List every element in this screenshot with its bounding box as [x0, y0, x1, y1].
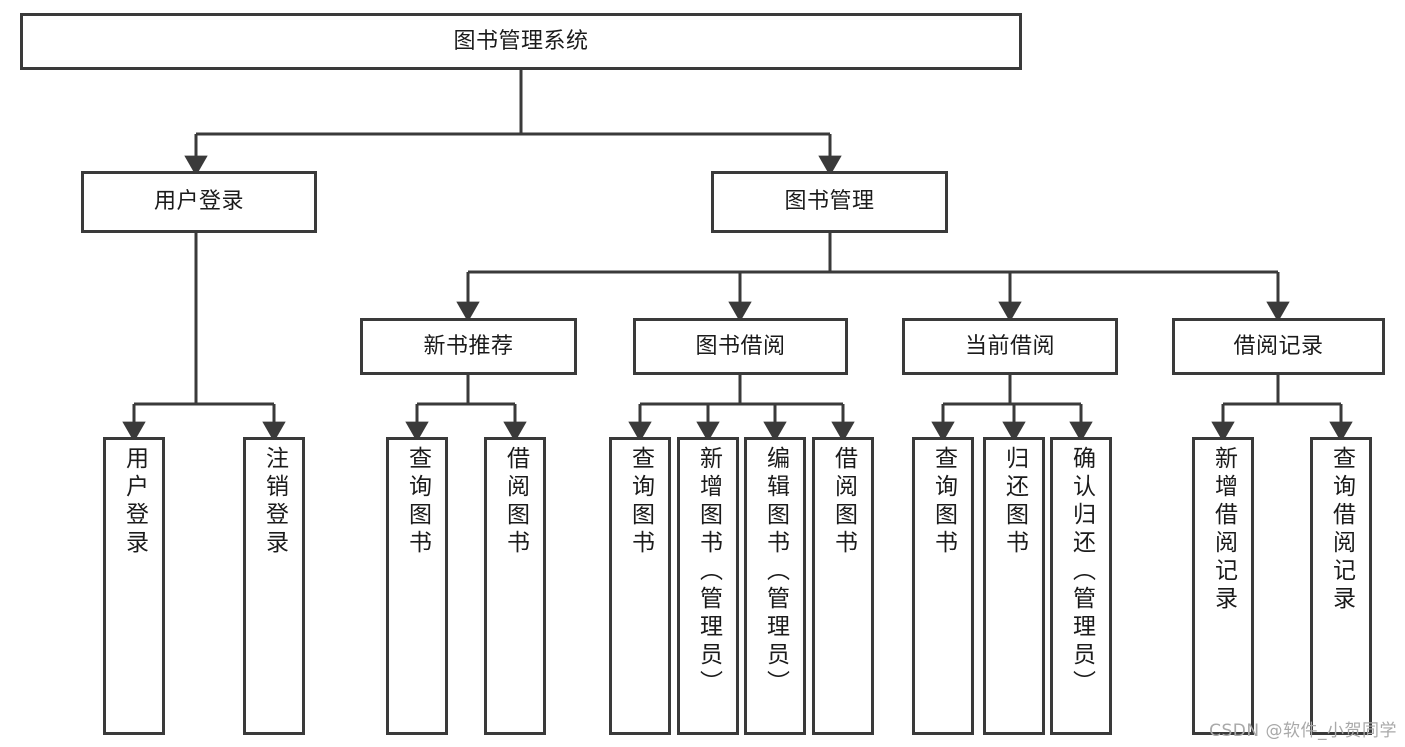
node-root[interactable]: 图书管理系统: [20, 13, 1022, 70]
node-borrow-record[interactable]: 借阅记录: [1172, 318, 1385, 375]
leaf-query-borrow-record-label: 查询借阅记录: [1328, 446, 1355, 614]
leaf-add-book-admin[interactable]: 新增图书（管理员）: [677, 437, 739, 735]
node-root-label: 图书管理系统: [453, 28, 589, 54]
node-user-login-label: 用户登录: [153, 189, 244, 215]
leaf-logout-login[interactable]: 注销登录: [243, 437, 305, 735]
node-book-borrow[interactable]: 图书借阅: [633, 318, 848, 375]
leaf-borrow-book-recommend-label: 借阅图书: [502, 446, 529, 558]
leaf-add-book-admin-label: 新增图书（管理员）: [695, 446, 722, 698]
leaf-query-book-recommend-label: 查询图书: [404, 446, 431, 558]
leaf-query-book-current[interactable]: 查询图书: [912, 437, 974, 735]
node-current-borrow[interactable]: 当前借阅: [902, 318, 1118, 375]
node-new-book-recommend[interactable]: 新书推荐: [360, 318, 577, 375]
leaf-add-borrow-record[interactable]: 新增借阅记录: [1192, 437, 1254, 735]
leaf-query-borrow-record[interactable]: 查询借阅记录: [1310, 437, 1372, 735]
node-user-login[interactable]: 用户登录: [81, 171, 317, 233]
leaf-return-book-label: 归还图书: [1001, 446, 1028, 558]
leaf-borrow-book-recommend[interactable]: 借阅图书: [484, 437, 546, 735]
leaf-confirm-return-admin[interactable]: 确认归还（管理员）: [1050, 437, 1112, 735]
node-book-manage-label: 图书管理: [784, 189, 875, 215]
leaf-query-book-borrow-label: 查询图书: [627, 446, 654, 558]
leaf-user-login[interactable]: 用户登录: [103, 437, 165, 735]
leaf-query-book-recommend[interactable]: 查询图书: [386, 437, 448, 735]
node-book-manage[interactable]: 图书管理: [711, 171, 948, 233]
node-book-borrow-label: 图书借阅: [695, 333, 786, 359]
leaf-return-book[interactable]: 归还图书: [983, 437, 1045, 735]
leaf-logout-login-label: 注销登录: [261, 446, 288, 558]
leaf-borrow-book-label: 借阅图书: [830, 446, 857, 558]
node-borrow-record-label: 借阅记录: [1233, 333, 1324, 359]
leaf-user-login-label: 用户登录: [121, 446, 148, 558]
leaf-add-borrow-record-label: 新增借阅记录: [1210, 446, 1237, 614]
leaf-edit-book-admin[interactable]: 编辑图书（管理员）: [744, 437, 806, 735]
watermark-text: CSDN @软件_小贺同学: [1209, 721, 1397, 741]
node-new-book-recommend-label: 新书推荐: [423, 333, 514, 359]
leaf-query-book-borrow[interactable]: 查询图书: [609, 437, 671, 735]
leaf-query-book-current-label: 查询图书: [930, 446, 957, 558]
leaf-borrow-book[interactable]: 借阅图书: [812, 437, 874, 735]
leaf-confirm-return-admin-label: 确认归还（管理员）: [1068, 446, 1095, 698]
leaf-edit-book-admin-label: 编辑图书（管理员）: [762, 446, 789, 698]
node-current-borrow-label: 当前借阅: [964, 333, 1055, 359]
